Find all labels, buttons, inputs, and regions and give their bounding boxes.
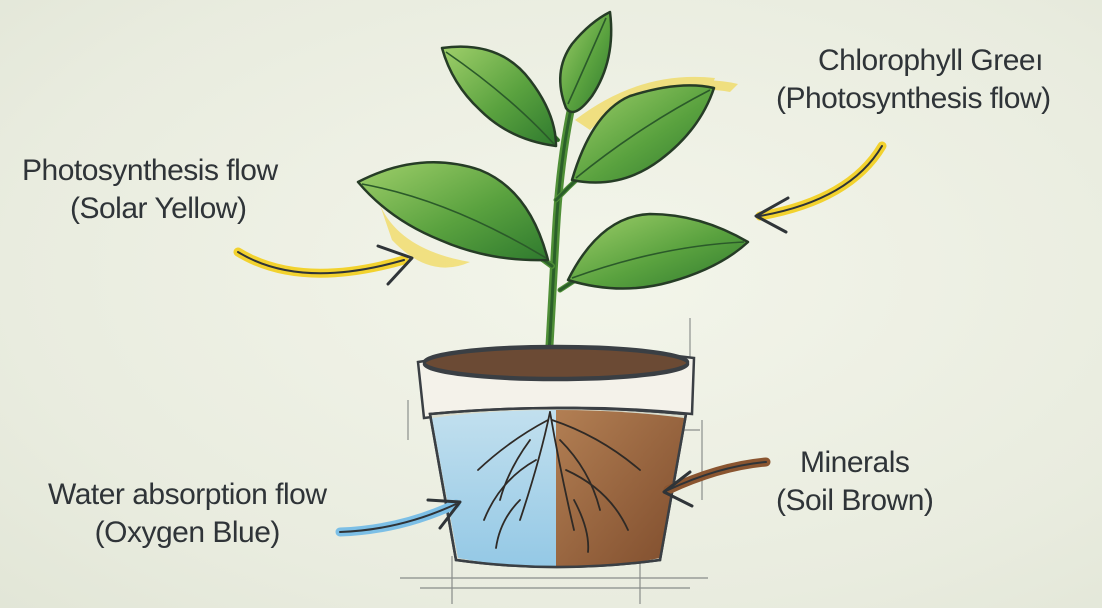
chlorophyll-green-label: Chlorophyll Greeı (Photosynthesis flow) bbox=[776, 42, 1051, 118]
solar-yellow-arrow bbox=[238, 246, 412, 284]
water-absorption-label: Water absorption flow (Oxygen Blue) bbox=[48, 476, 327, 552]
chlorophyll-green-title: Chlorophyll Greeı bbox=[776, 42, 1051, 80]
water-absorption-subtitle: (Oxygen Blue) bbox=[48, 514, 327, 552]
photosynthesis-flow-title: Photosynthesis flow bbox=[22, 152, 278, 190]
minerals-subtitle: (Soil Brown) bbox=[776, 482, 933, 520]
oxygen-blue-arrow bbox=[340, 500, 460, 532]
soil-brown-arrow bbox=[664, 462, 766, 506]
chlorophyll-green-subtitle: (Photosynthesis flow) bbox=[776, 80, 1051, 118]
chlorophyll-arrow bbox=[756, 146, 882, 232]
water-absorption-title: Water absorption flow bbox=[48, 476, 327, 514]
pot-body bbox=[430, 408, 686, 568]
minerals-title: Minerals bbox=[776, 444, 933, 482]
minerals-label: Minerals (Soil Brown) bbox=[776, 444, 933, 520]
photosynthesis-flow-subtitle: (Solar Yellow) bbox=[22, 190, 278, 228]
photosynthesis-flow-label: Photosynthesis flow (Solar Yellow) bbox=[22, 152, 278, 228]
